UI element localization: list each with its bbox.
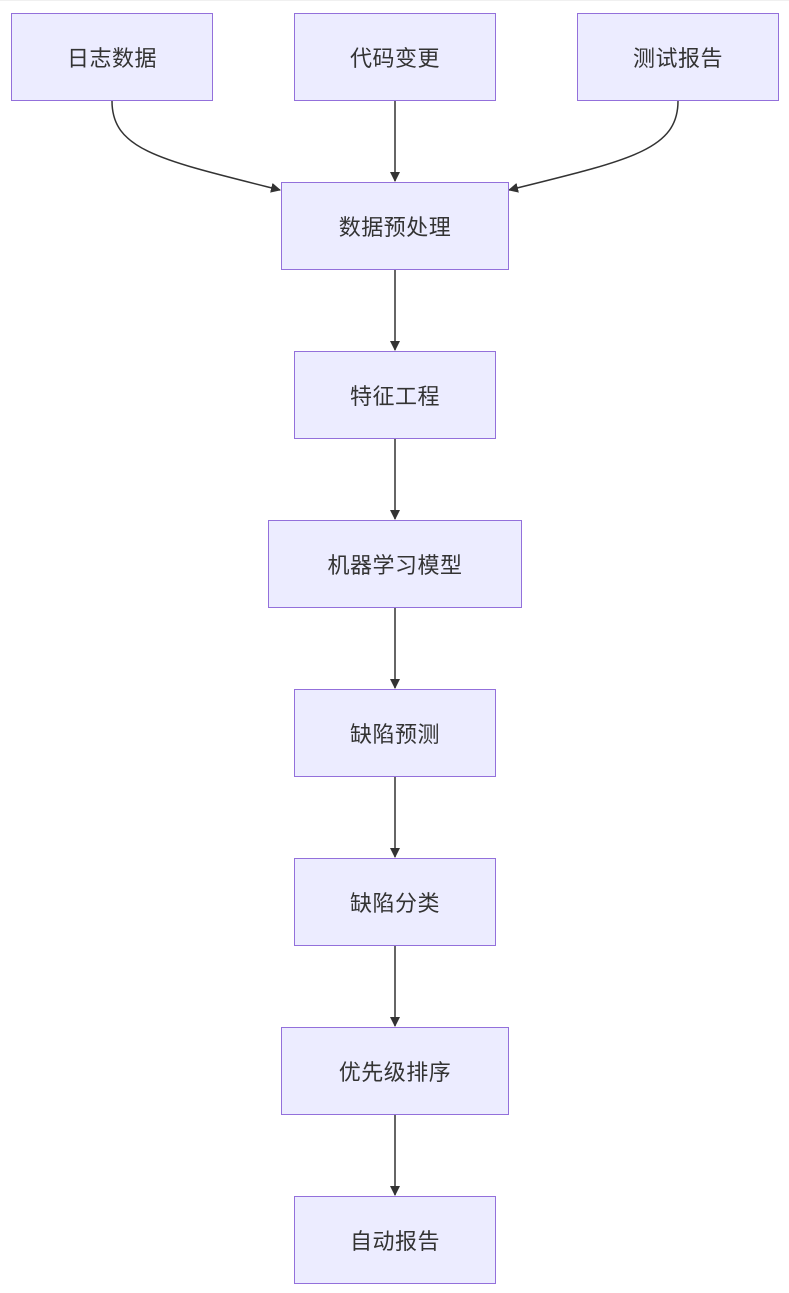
node-code-change-label: 代码变更 <box>349 47 440 72</box>
node-defect-classification-label: 缺陷分类 <box>349 892 440 917</box>
node-preprocess: 数据预处理 <box>281 182 509 270</box>
node-defect-classification: 缺陷分类 <box>294 858 496 946</box>
node-preprocess-label: 数据预处理 <box>338 216 452 241</box>
node-defect-prediction: 缺陷预测 <box>294 689 496 777</box>
node-test-report: 测试报告 <box>577 13 779 101</box>
node-auto-report: 自动报告 <box>294 1196 496 1284</box>
node-auto-report-label: 自动报告 <box>349 1230 440 1255</box>
node-priority-sort: 优先级排序 <box>281 1027 509 1115</box>
node-log-data-label: 日志数据 <box>66 47 157 72</box>
node-code-change: 代码变更 <box>294 13 496 101</box>
edge-test-to-preprocess <box>508 100 679 193</box>
node-test-report-label: 测试报告 <box>632 47 723 72</box>
edge-log-to-preprocess <box>111 100 281 193</box>
node-feature-engineering: 特征工程 <box>294 351 496 439</box>
node-ml-model: 机器学习模型 <box>268 520 522 608</box>
node-defect-prediction-label: 缺陷预测 <box>349 723 440 748</box>
node-feature-engineering-label: 特征工程 <box>349 385 440 410</box>
node-ml-model-label: 机器学习模型 <box>327 554 463 579</box>
node-priority-sort-label: 优先级排序 <box>338 1061 452 1086</box>
node-log-data: 日志数据 <box>11 13 213 101</box>
